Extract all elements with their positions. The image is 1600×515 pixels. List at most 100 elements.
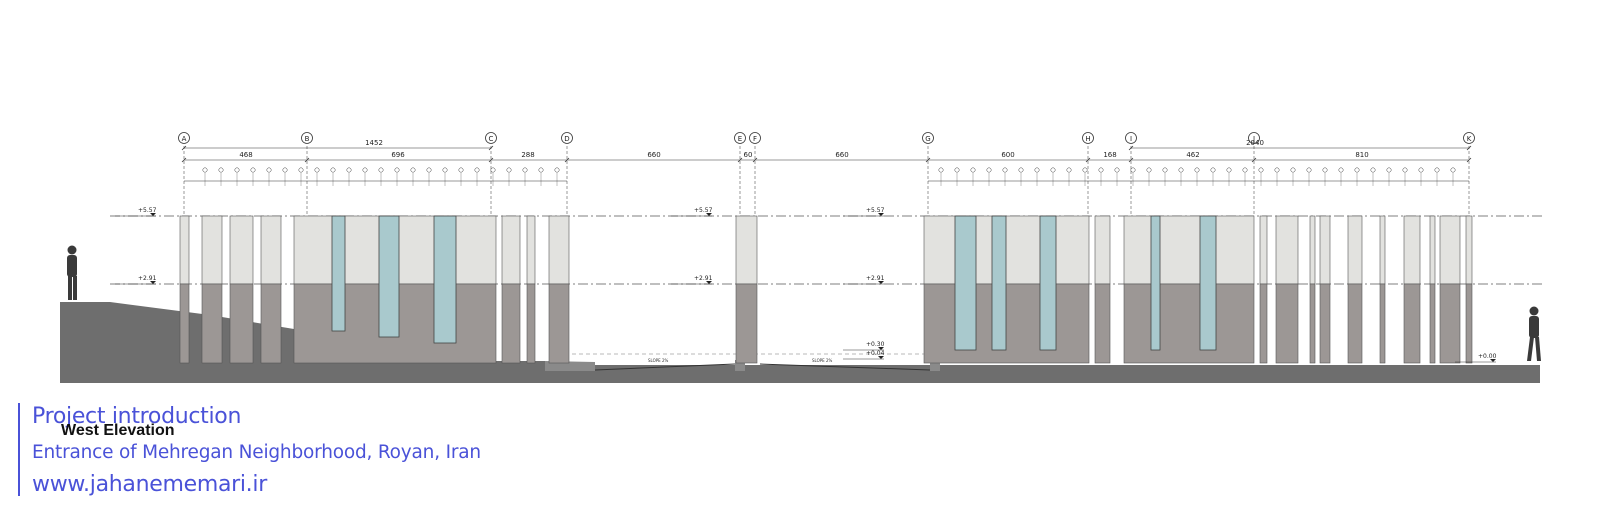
dimension-segment: 696 <box>391 151 405 159</box>
sub-grid-bubble <box>1034 167 1040 173</box>
dimension-segment: 810 <box>1355 151 1368 159</box>
glass-slot <box>433 215 457 344</box>
wall-panel-upper <box>1379 215 1386 285</box>
wall-panel-lower <box>548 283 570 364</box>
wall-panel-upper <box>229 215 254 285</box>
sub-grid-bubble <box>458 167 464 173</box>
level-triangle <box>706 281 712 284</box>
wall-panel-upper <box>1439 215 1461 285</box>
dimension-segment: 660 <box>835 151 848 159</box>
grid-bubble <box>922 132 934 144</box>
sub-grid-bubble <box>474 167 480 173</box>
sub-grid-bubble <box>1050 167 1056 173</box>
dimension-tick <box>1466 157 1472 163</box>
sub-grid-bubble <box>1098 167 1104 173</box>
sub-grid-bubble <box>362 167 368 173</box>
level-triangle <box>150 281 156 284</box>
sub-grid-bubble <box>1194 167 1200 173</box>
wall-panel-upper <box>1275 215 1299 285</box>
level-value: +0.04 <box>866 350 885 357</box>
sub-grid-bubble <box>554 167 560 173</box>
level-triangle <box>706 213 712 216</box>
sub-grid-bubble <box>314 167 320 173</box>
dimension-segment: 168 <box>1103 151 1116 159</box>
level-value: +2.91 <box>694 275 713 282</box>
level-triangle <box>1490 359 1496 362</box>
wall-panel-lower <box>1429 283 1436 364</box>
wall-panel-lower <box>260 283 282 364</box>
grid-label-E: E <box>738 135 742 143</box>
grid-label-H: H <box>1085 135 1090 143</box>
dimension-tick <box>925 157 931 163</box>
caption-website[interactable]: www.jahanememari.ir <box>32 472 267 497</box>
human-figure-right <box>1527 306 1541 361</box>
grid-label-J: J <box>1252 135 1255 143</box>
dimension-tick <box>1251 157 1257 163</box>
dimension-segment: 288 <box>521 151 534 159</box>
grid-label-D: D <box>564 135 569 143</box>
sub-grid-bubble <box>1002 167 1008 173</box>
sub-grid-bubble <box>426 167 432 173</box>
level-value: +5.57 <box>866 207 885 214</box>
grid-label-C: C <box>489 135 494 143</box>
level-value: +2.91 <box>138 275 157 282</box>
grid-label-A: A <box>182 135 187 143</box>
wall-panel-lower <box>1123 283 1255 364</box>
wall-panel-upper <box>179 215 190 285</box>
sub-grid-bubble <box>250 167 256 173</box>
dimension-tick <box>181 157 187 163</box>
grid-label-G: G <box>925 135 930 143</box>
wall-panel-upper <box>1309 215 1316 285</box>
glass-slot <box>1199 215 1217 351</box>
sub-grid-bubble <box>1402 167 1408 173</box>
wall-panel-upper <box>1259 215 1268 285</box>
dimension-tick <box>752 157 758 163</box>
level-value: +2.91 <box>866 275 885 282</box>
sub-grid-bubble <box>378 167 384 173</box>
sub-grid-bubble <box>410 167 416 173</box>
sub-grid-bubble <box>1226 167 1232 173</box>
wall-panel-lower <box>1309 283 1316 364</box>
sub-grid-bubble <box>1322 167 1328 173</box>
level-value: +0.30 <box>866 341 885 348</box>
level-triangle <box>150 213 156 216</box>
dimension-tick <box>564 157 570 163</box>
sub-grid-bubble <box>986 167 992 173</box>
grid-bubble <box>749 132 761 144</box>
wall-panel-lower <box>1379 283 1386 364</box>
dimension-total-right: 2040 <box>1246 139 1264 147</box>
wall-panel-upper <box>201 215 223 285</box>
wall-panel-upper <box>1429 215 1436 285</box>
glass-slot <box>1150 215 1161 351</box>
dimension-tick <box>1085 157 1091 163</box>
ground <box>60 302 1540 383</box>
level-triangle <box>878 356 884 359</box>
dimension-tick <box>1466 145 1472 151</box>
glass-slots <box>331 215 1217 351</box>
sub-grid-bubble <box>1434 167 1440 173</box>
sub-grid-bubble <box>1162 167 1168 173</box>
dimension-tick <box>488 145 494 151</box>
sub-grid-bubble <box>538 167 544 173</box>
dimension-segment: 462 <box>1186 151 1199 159</box>
wall-panel-lower <box>1347 283 1363 364</box>
grid-bubble <box>1463 132 1475 144</box>
dimension-segment: 660 <box>647 151 660 159</box>
sub-grid-bubble <box>1018 167 1024 173</box>
sub-grid-bubble <box>234 167 240 173</box>
glass-slot <box>954 215 977 351</box>
dimension-tick <box>304 157 310 163</box>
sub-grid-bubble <box>266 167 272 173</box>
wall-panel-lower <box>201 283 223 364</box>
sub-grid-bubble <box>1066 167 1072 173</box>
grid-label-K: K <box>1467 135 1472 143</box>
view-title: West Elevation <box>61 422 175 439</box>
sub-grid-bubble <box>506 167 512 173</box>
sub-grid-bubble <box>1418 167 1424 173</box>
sub-grid-bubble <box>522 167 528 173</box>
grid-label-B: B <box>305 135 310 143</box>
wall-panel-lower <box>735 283 758 364</box>
wall-panel-lower <box>1439 283 1461 364</box>
